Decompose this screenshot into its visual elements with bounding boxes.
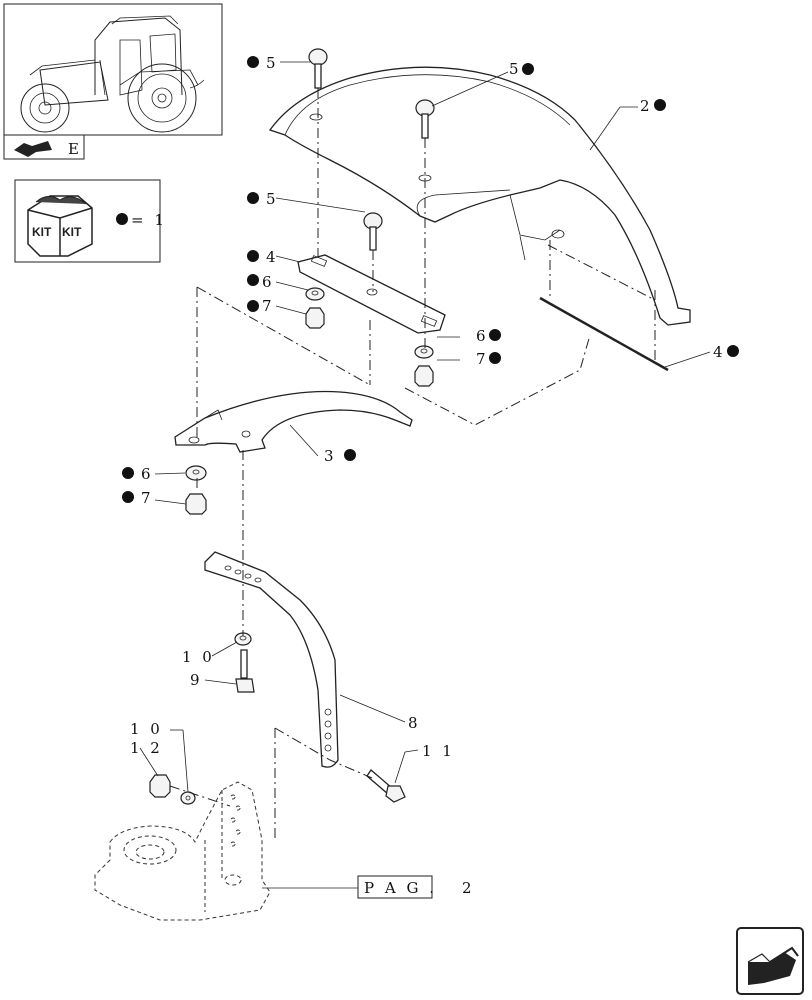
callout-10: 1 0: [182, 648, 215, 666]
leader-lines: [139, 61, 711, 889]
support-arm-part-8: [204, 551, 339, 768]
kit-legend: KIT KIT = 1: [14, 179, 167, 263]
nut-part-7: [414, 365, 434, 387]
washer-part-6: [305, 287, 325, 301]
arch-part-3: [174, 390, 413, 453]
callout-11: 1 1: [422, 742, 455, 760]
bolt-part-5: [363, 212, 383, 251]
page-reference: P A G . 2: [357, 875, 475, 899]
page-reference-number: 2: [462, 879, 475, 897]
callout-9: 9: [190, 671, 203, 689]
kit-box-icon: KIT KIT: [27, 195, 93, 257]
page-reference-label: P A G .: [364, 879, 437, 897]
axle-housing-reference: [94, 781, 271, 921]
assembly-lines: [169, 88, 656, 840]
nut-part-7: [305, 307, 325, 329]
kit-label-left: KIT: [32, 225, 52, 239]
callout-12: 1 2: [130, 739, 163, 757]
bolt-part-11: [366, 769, 406, 803]
callout-6: 6: [262, 273, 275, 291]
callout-6: 6: [476, 327, 489, 345]
washer-part-6: [185, 465, 207, 481]
kit-markers: [122, 56, 739, 503]
callout-labels: 5 5 2 5 4 6 7 6 7 4 3 6 7 1 0 9 8 1 0 1 …: [130, 54, 726, 760]
svg-text:E: E: [68, 140, 82, 158]
bolt-part-5: [308, 48, 328, 89]
kit-equals-text: = 1: [131, 211, 167, 229]
bolt-part-9: [235, 649, 255, 693]
callout-8: 8: [408, 714, 421, 732]
nut-part-12: [149, 774, 171, 798]
bolt-part-5: [415, 99, 435, 139]
next-page-arrow-icon[interactable]: [736, 927, 804, 995]
kit-label-right: KIT: [62, 225, 82, 239]
callout-7: 7: [476, 350, 489, 368]
callout-5: 5: [266, 190, 279, 208]
callout-3: 3: [324, 447, 337, 465]
seal-strip-part-4: [539, 296, 669, 372]
callout-10: 1 0: [130, 720, 163, 738]
callout-7: 7: [262, 297, 275, 315]
callout-4: 4: [266, 248, 279, 266]
callout-5: 5: [509, 60, 522, 78]
arrow-left-icon: [14, 141, 52, 157]
tractor-thumbnail: E: [3, 3, 223, 160]
callout-4: 4: [713, 343, 726, 361]
washer-part-6: [414, 345, 434, 359]
fender-part-2: [268, 66, 691, 326]
callout-6: 6: [141, 465, 154, 483]
callout-2: 2: [640, 97, 653, 115]
callout-7: 7: [141, 489, 154, 507]
kit-marker-dot: [116, 213, 128, 225]
bracket-part-4: [297, 254, 446, 334]
nut-part-7: [185, 493, 207, 515]
callout-5: 5: [266, 54, 279, 72]
